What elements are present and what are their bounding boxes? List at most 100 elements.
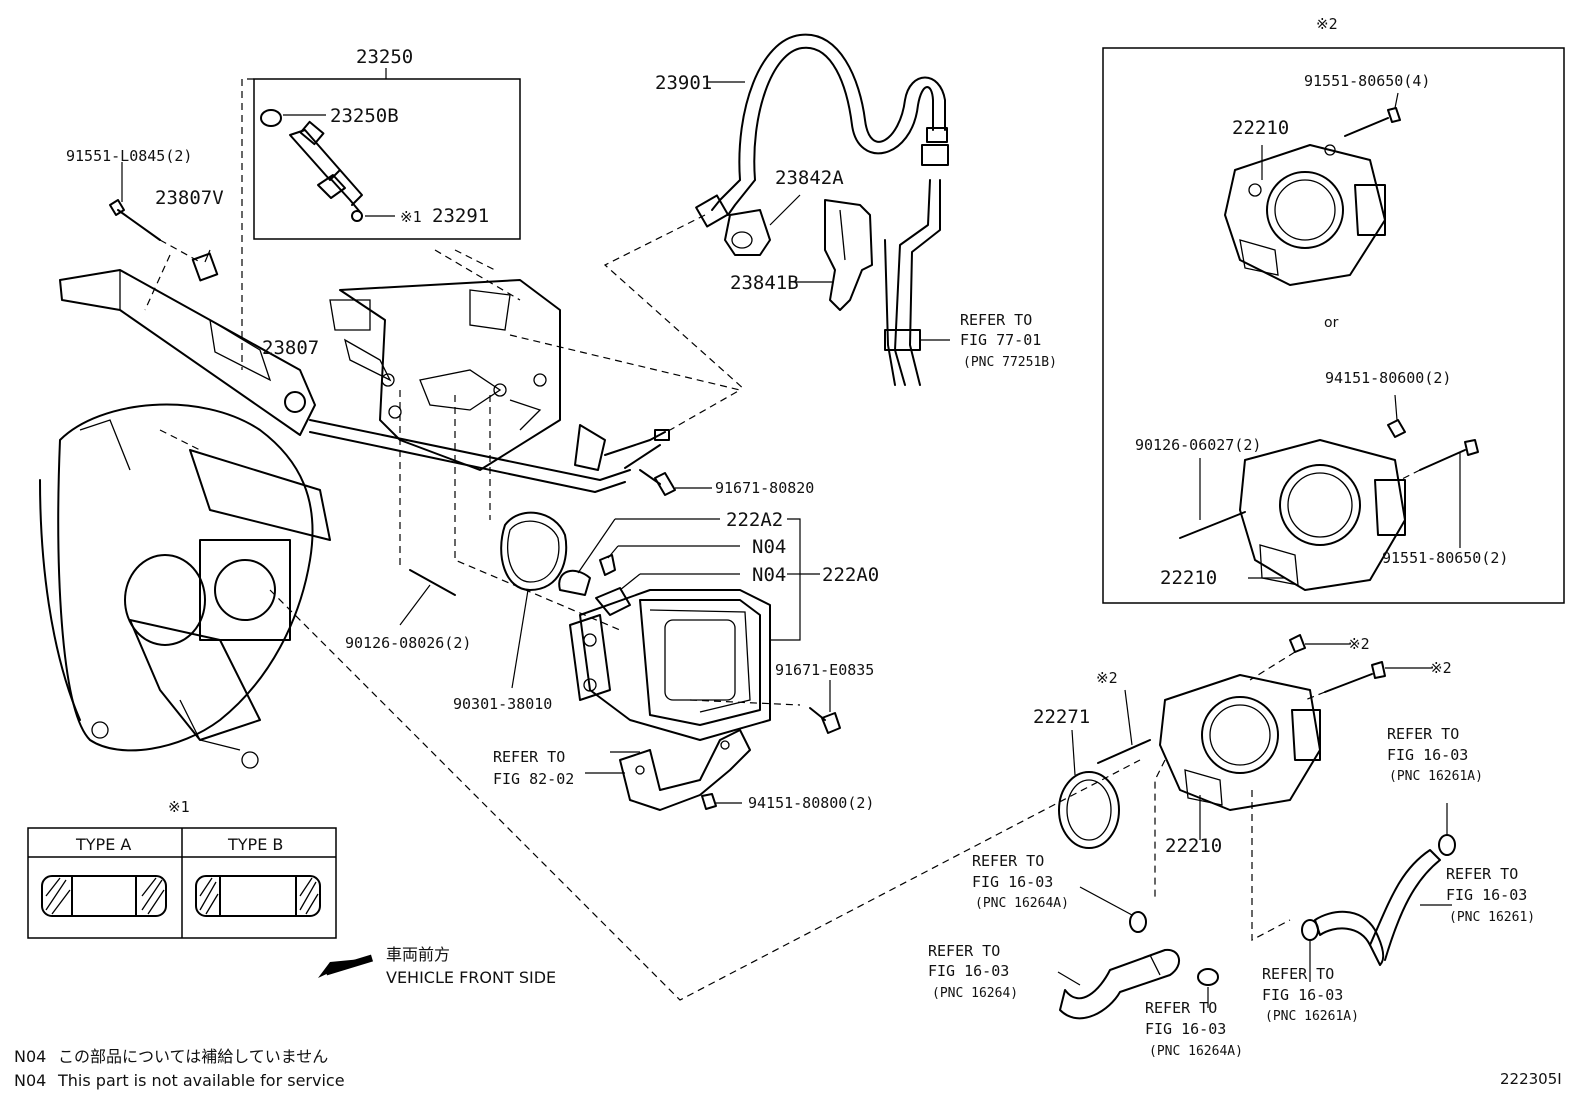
refer-16261-line3: (PNC 16261) [1449,910,1535,925]
hose-pnc-16261 [1314,849,1452,966]
type-a-ring [41,875,167,917]
label-222a0: 222A0 [822,564,879,586]
refer-16264a-line2: FIG 16-03 [972,873,1053,891]
label-23841b: 23841B [730,272,799,294]
mark2-stud: ※2 [1096,669,1118,687]
injector-group [253,68,521,240]
bracket-23841b [795,199,873,311]
injector-box [253,78,521,240]
option-box-frame [1102,47,1565,604]
refer-16261a-line2: FIG 16-03 [1387,746,1468,764]
refer-16264-line2: FIG 16-03 [928,962,1009,980]
type-a-header: TYPE A [75,835,131,854]
spring-222a2 [558,518,820,641]
intake-manifold [39,403,331,769]
refer-16264-line1: REFER TO [928,942,1000,960]
note2-text: This part is not available for service [57,1071,345,1090]
throttle-body-22210-bot [1159,674,1321,840]
clamp-16261a [1438,803,1456,856]
hose-pnc-16264 [1057,948,1180,1020]
label-91551-80650-4: 91551-80650(4) [1304,72,1430,90]
refer-16261a-b-line3: (PNC 16261A) [1265,1009,1359,1024]
mark-23291: ※1 [400,208,422,226]
refer-77-line3: (PNC 77251B) [963,355,1057,370]
refer-16261a-b-line2: FIG 16-03 [1262,986,1343,1004]
label-23291: 23291 [432,205,489,227]
stud-90126-08026 [399,569,456,626]
fuel-injector [289,120,363,213]
label-n04-b: N04 [752,564,786,586]
label-90126-08026: 90126-08026(2) [345,634,471,652]
pcv-pipe [574,424,670,471]
label-94151-80800: 94151-80800(2) [748,794,874,812]
label-22271: 22271 [1033,706,1090,728]
or-text: or [1324,315,1339,331]
refer-16264-line3: (PNC 16264) [932,986,1018,1001]
refer-16264a-b-line1: REFER TO [1145,999,1217,1017]
note2-code: N04 [14,1071,46,1090]
direction-english: VEHICLE FRONT SIDE [386,968,556,987]
clamp-16264a-b [1197,968,1219,1008]
refer-16264a-b-line3: (PNC 16264A) [1149,1044,1243,1059]
mark2-nut: ※2 [1348,635,1370,653]
label-23842a: 23842A [775,167,844,189]
hose-23901 [695,33,949,228]
label-90126-06027: 90126-06027(2) [1135,436,1261,454]
collar-23807v [191,249,219,282]
refer-16261a-line1: REFER TO [1387,725,1459,743]
bolt-91551-80650-top [1344,92,1401,137]
label-23250b: 23250B [330,105,399,127]
refer-16261-line1: REFER TO [1446,865,1518,883]
throttle-body-22210-mid [1239,439,1406,591]
note1-text: この部品については補給していません [58,1047,328,1066]
refer-16261a-line3: (PNC 16261A) [1389,769,1483,784]
label-22210-top: 22210 [1232,117,1289,139]
direction-japanese: 車両前方 [386,945,450,964]
bolt-mark2 [1324,661,1432,693]
throttle-body-222a0 [569,589,771,741]
fuel-rail [59,269,661,493]
label-22210-mid: 22210 [1160,567,1217,589]
type-table-mark: ※1 [168,798,190,816]
stud-90126-06027 [1179,458,1246,539]
seal-23291 [351,210,363,222]
label-23250: 23250 [356,46,413,68]
refer-16261a-b-line1: REFER TO [1262,965,1334,983]
o-ring-23250b [260,109,282,127]
refer-82-line2: FIG 82-02 [493,770,574,788]
bolt-91671-e0835 [809,680,841,734]
option-box-mark: ※2 [1316,15,1338,33]
bolt-91551-80650-mid [1419,439,1479,548]
type-b-header: TYPE B [227,835,283,854]
label-22210-bot: 22210 [1165,835,1222,857]
type-b-ring [195,875,321,917]
nut-94151-80600 [1387,394,1406,438]
refer-16264a-line1: REFER TO [972,852,1044,870]
clamp-16264a [1079,886,1147,933]
nut-mark2 [1289,634,1350,653]
bolt-91671-80820 [639,469,712,496]
mark2-bolt: ※2 [1430,659,1452,677]
label-94151-80600: 94151-80600(2) [1325,369,1451,387]
label-90301-38010: 90301-38010 [453,695,552,713]
type-table [27,827,337,939]
label-91551-l0845: 91551-L0845(2) [66,147,192,165]
stud-mark2 [1097,689,1151,764]
label-23901: 23901 [655,72,712,94]
gasket-22271 [1058,729,1120,849]
option-box [1102,47,1565,604]
refer-77-line1: REFER TO [960,311,1032,329]
bracket-82-02 [585,729,751,811]
throttle-body-22210-top [1224,144,1386,286]
label-91671-80820: 91671-80820 [715,479,814,497]
refer-16261-line2: FIG 16-03 [1446,886,1527,904]
vacuum-hose [884,179,950,386]
label-222a2: 222A2 [726,509,783,531]
refer-16264a-line3: (PNC 16264A) [975,896,1069,911]
refer-77-line2: FIG 77-01 [960,331,1041,349]
label-23807: 23807 [262,337,319,359]
engine-head [329,279,561,471]
vehicle-front-arrow [318,954,374,978]
